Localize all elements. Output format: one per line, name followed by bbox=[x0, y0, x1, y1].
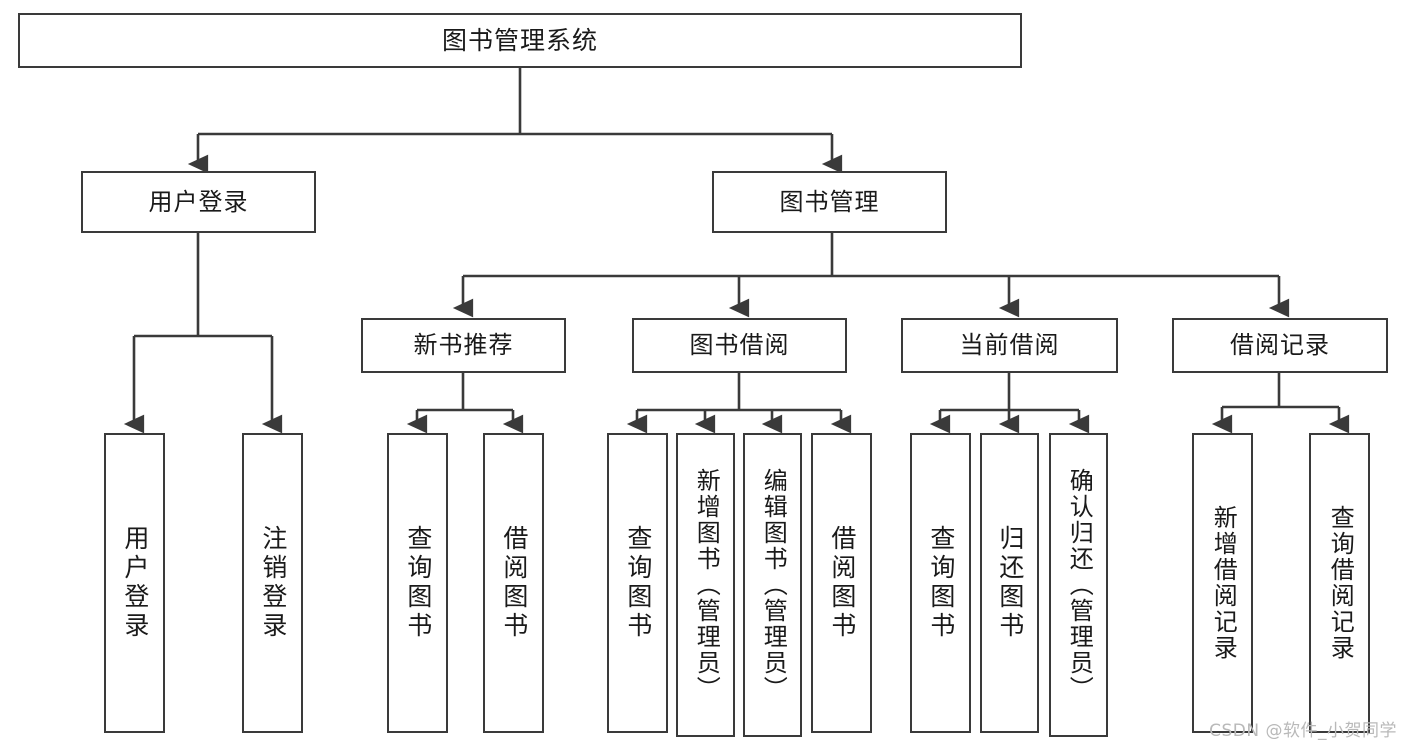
node-label: 当前借阅 bbox=[959, 331, 1060, 360]
node-label: 用户登录 bbox=[120, 525, 150, 641]
node-label: 查询借阅记录 bbox=[1326, 505, 1355, 661]
node-label: 查询图书 bbox=[403, 525, 433, 641]
node-borrow-record[interactable]: 借阅记录 bbox=[1172, 318, 1388, 373]
node-label: 确认归还（管理员） bbox=[1065, 468, 1094, 702]
node-label: 借阅记录 bbox=[1230, 331, 1330, 360]
node-new-book-recommendation[interactable]: 新书推荐 bbox=[361, 318, 566, 373]
leaf-logout[interactable]: 注销登录 bbox=[242, 433, 303, 733]
node-label: 借阅图书 bbox=[827, 525, 857, 641]
node-root-system[interactable]: 图书管理系统 bbox=[18, 13, 1022, 68]
node-label: 编辑图书（管理员） bbox=[759, 468, 788, 702]
node-label: 图书借阅 bbox=[689, 331, 790, 360]
node-label: 图书管理 bbox=[779, 187, 880, 216]
node-label: 查询图书 bbox=[623, 525, 653, 641]
csdn-watermark: CSDN @软件_小贺同学 bbox=[1209, 721, 1397, 741]
node-label: 新书推荐 bbox=[413, 331, 514, 360]
node-label: 用户登录 bbox=[148, 187, 249, 216]
leaf-query-book-current[interactable]: 查询图书 bbox=[910, 433, 971, 733]
node-book-borrow[interactable]: 图书借阅 bbox=[632, 318, 847, 373]
leaf-add-book-admin[interactable]: 新增图书（管理员） bbox=[676, 433, 735, 737]
leaf-query-book-borrow[interactable]: 查询图书 bbox=[607, 433, 668, 733]
leaf-add-borrow-record[interactable]: 新增借阅记录 bbox=[1192, 433, 1253, 733]
node-label: 图书管理系统 bbox=[441, 25, 598, 55]
node-label: 新增借阅记录 bbox=[1209, 505, 1238, 661]
node-label: 查询图书 bbox=[926, 525, 956, 641]
node-label: 借阅图书 bbox=[499, 525, 529, 641]
leaf-borrow-book-recommend[interactable]: 借阅图书 bbox=[483, 433, 544, 733]
leaf-confirm-return-admin[interactable]: 确认归还（管理员） bbox=[1049, 433, 1108, 737]
leaf-query-borrow-record[interactable]: 查询借阅记录 bbox=[1309, 433, 1370, 733]
node-label: 注销登录 bbox=[258, 525, 288, 641]
leaf-query-book-recommend[interactable]: 查询图书 bbox=[387, 433, 448, 733]
node-label: 归还图书 bbox=[995, 525, 1025, 641]
node-current-borrow[interactable]: 当前借阅 bbox=[901, 318, 1118, 373]
leaf-edit-book-admin[interactable]: 编辑图书（管理员） bbox=[743, 433, 802, 737]
leaf-borrow-book[interactable]: 借阅图书 bbox=[811, 433, 872, 733]
node-user-login[interactable]: 用户登录 bbox=[81, 171, 316, 233]
node-label: 新增图书（管理员） bbox=[692, 468, 721, 702]
node-book-management[interactable]: 图书管理 bbox=[712, 171, 947, 233]
leaf-user-login[interactable]: 用户登录 bbox=[104, 433, 165, 733]
leaf-return-book[interactable]: 归还图书 bbox=[980, 433, 1039, 733]
